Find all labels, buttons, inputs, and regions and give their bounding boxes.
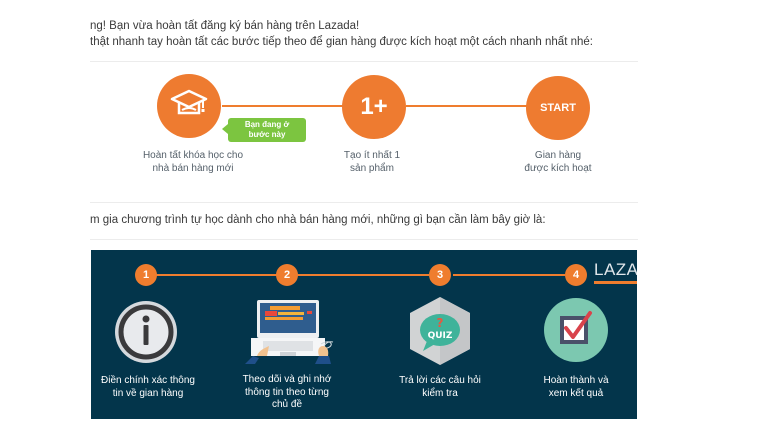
caption-line: Gian hàng (534, 150, 582, 161)
caption-line: sản phẩm (350, 163, 394, 174)
quiz-label: QUIZ (428, 331, 453, 341)
graduation-cap-icon (170, 88, 208, 125)
banner-connector (146, 274, 283, 276)
banner-caption: Hoàn thành và xem kết quả (506, 375, 637, 400)
step-number: 4 (565, 264, 587, 286)
caption-line: xem kết quả (548, 387, 604, 399)
quiz-question-mark: ? (437, 316, 444, 330)
caption-line: nhà bán hàng mới (152, 163, 234, 174)
current-step-badge: Bạn đang ở bước này (222, 118, 306, 142)
caption-line: Trả lời các câu hỏi (399, 375, 481, 386)
step-number: 1 (135, 264, 157, 286)
program-steps-banner: 1 2 3 4 LAZA (91, 250, 637, 419)
divider (90, 202, 638, 203)
divider (90, 239, 638, 240)
lazada-logo: LAZA (594, 260, 637, 279)
caption-line: thông tin theo từng (245, 386, 329, 398)
step-caption: Tạo ít nhất 1 sản phẩm (302, 149, 442, 175)
caption-line: Điền chính xác thông (101, 375, 195, 386)
banner-caption: Điền chính xác thông tin về gian hàng (91, 375, 218, 400)
banner-connector (453, 274, 565, 276)
step-number: 2 (276, 264, 298, 286)
caption-line: kiểm tra (422, 387, 458, 399)
caption-line: được kích hoạt (524, 163, 592, 174)
congrats-text: ng! Bạn vừa hoàn tất đăng ký bán hàng tr… (90, 20, 360, 32)
badge-line: Bạn đang ở (244, 120, 290, 129)
caption-line: Tạo ít nhất 1 (343, 150, 401, 161)
caption-line: tin về gian hàng (112, 387, 184, 399)
divider (90, 61, 638, 62)
checkbox-icon (543, 297, 609, 368)
caption-line: Theo dõi và ghi nhớ (242, 374, 332, 385)
step-icon-text: 1+ (360, 93, 388, 120)
logo-underline (594, 281, 637, 284)
info-icon (114, 300, 178, 369)
instructions-text: thật nhanh tay hoàn tất các bước tiếp th… (90, 36, 593, 48)
step-connector (406, 105, 528, 107)
step-create-product: 1+ (342, 75, 406, 139)
badge-line: bước này (248, 130, 286, 139)
caption-line: chủ đề (271, 399, 303, 410)
step-caption: Gian hàng được kích hoạt (488, 149, 628, 175)
step-connector (222, 105, 344, 107)
banner-caption: Trả lời các câu hỏi kiểm tra (370, 375, 510, 400)
step-caption: Hoàn tất khóa học cho nhà bán hàng mới (123, 149, 263, 175)
banner-caption: Theo dõi và ghi nhớ thông tin theo từng … (217, 374, 357, 412)
quiz-icon: ? QUIZ (407, 295, 473, 372)
step-start: START (526, 76, 590, 140)
caption-line: Hoàn tất khóa học cho (142, 150, 244, 161)
program-intro-text: m gia chương trình tự học dành cho nhà b… (90, 214, 546, 226)
step-number: 3 (429, 264, 451, 286)
caption-line: Hoàn thành và (543, 375, 609, 386)
step-icon-text: START (540, 102, 576, 114)
step-course (157, 74, 221, 138)
banner-connector (297, 274, 429, 276)
laptop-icon (243, 298, 339, 371)
